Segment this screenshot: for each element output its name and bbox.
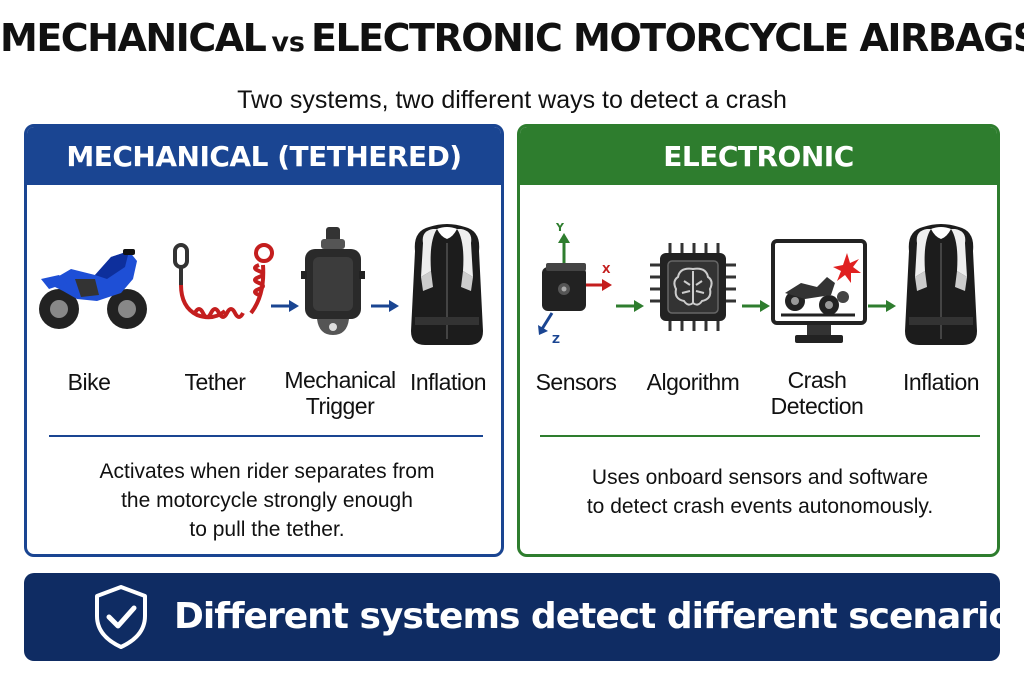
step-bike xyxy=(37,239,149,337)
airbag-vest-icon xyxy=(411,224,483,345)
electronic-description: Uses onboard sensors and software to det… xyxy=(586,466,934,518)
chip-icon xyxy=(650,243,736,331)
arrow-icon xyxy=(371,300,399,312)
title-vs: vs xyxy=(271,27,305,58)
trigger-icon xyxy=(301,227,365,335)
mechanical-divider xyxy=(49,435,483,437)
airbag-vest-icon xyxy=(905,224,977,345)
shield-check-icon xyxy=(95,585,147,649)
step-algorithm xyxy=(648,241,738,333)
svg-text:X: X xyxy=(602,263,611,276)
step-inflation-label: Inflation xyxy=(902,369,980,395)
title-electronic-airbags: ELECTRONIC MOTORCYCLE AIRBAGS xyxy=(311,16,1024,60)
step-algorithm-label: Algorithm xyxy=(646,369,740,395)
electronic-header: ELECTRONIC xyxy=(520,127,997,185)
bottom-banner: Different systems detect different scena… xyxy=(24,573,1024,661)
step-sensors-label: Sensors xyxy=(535,369,617,395)
svg-text:Z: Z xyxy=(552,333,560,345)
title-mechanical: MECHANICAL xyxy=(0,16,267,60)
arrow-icon xyxy=(742,300,770,312)
electronic-panel: ELECTRONIC Y X Z Sensors xyxy=(517,124,1000,557)
arrow-icon xyxy=(868,300,896,312)
step-crash-detection xyxy=(771,239,867,347)
mechanical-description: Activates when rider separates from the … xyxy=(99,460,435,541)
step-tether-label: Tether xyxy=(184,369,246,395)
step-inflation-label: Inflation xyxy=(409,369,487,395)
motorcycle-icon xyxy=(39,249,147,329)
mechanical-panel: MECHANICAL (TETHERED) Bike Tether xyxy=(24,124,504,557)
mechanical-header: MECHANICAL (TETHERED) xyxy=(27,127,501,185)
step-inflation xyxy=(407,221,487,349)
page-subtitle: Two systems, two different ways to detec… xyxy=(237,86,787,114)
step-tether xyxy=(167,235,277,335)
arrow-icon xyxy=(271,300,299,312)
step-inflation xyxy=(901,221,981,349)
tether-icon xyxy=(173,243,274,320)
step-sensors: Y X Z xyxy=(534,221,616,345)
banner-text: Different systems detect different scena… xyxy=(174,596,1024,637)
step-bike-label: Bike xyxy=(67,369,111,395)
sensor-icon: Y X Z xyxy=(538,221,612,345)
svg-text:Y: Y xyxy=(555,221,565,234)
electronic-divider xyxy=(540,435,980,437)
arrow-icon xyxy=(616,300,644,312)
crash-monitor-icon xyxy=(771,239,867,343)
step-mechanical-trigger xyxy=(301,227,365,339)
